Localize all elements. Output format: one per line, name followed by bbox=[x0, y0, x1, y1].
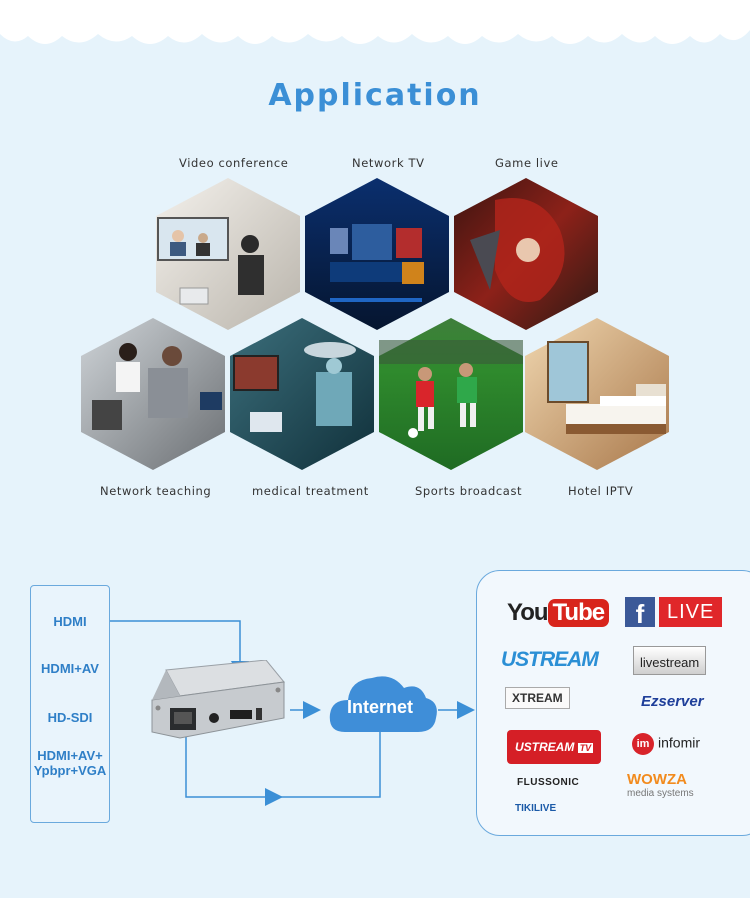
sports-broadcast-image bbox=[379, 318, 523, 470]
ezserver-logo: Ezserver bbox=[641, 693, 704, 710]
caption-game-live: Game live bbox=[495, 156, 559, 170]
page-title: Application bbox=[268, 78, 482, 113]
infomir-text: infomir bbox=[658, 734, 701, 751]
input-hdmi: HDMI bbox=[53, 614, 87, 629]
wowza-subtitle: media systems bbox=[627, 788, 694, 799]
ustream-tv-logo: USTREAM TV bbox=[507, 730, 602, 764]
input-hd-sdi: HD-SDI bbox=[47, 710, 93, 725]
facebook-icon: f bbox=[625, 597, 655, 629]
video-encoder-device bbox=[151, 660, 285, 739]
caption-network-tv: Network TV bbox=[352, 156, 425, 170]
caption-hotel-iptv: Hotel IPTV bbox=[568, 484, 634, 498]
flussonic-logo: FLUSSONIC bbox=[517, 777, 580, 788]
infomir-icon: im bbox=[632, 733, 654, 755]
livestream-logo: livestream bbox=[633, 646, 707, 675]
game-live-image bbox=[454, 178, 598, 330]
medical-treatment-image bbox=[230, 318, 374, 470]
youtube-you-text: You bbox=[507, 599, 549, 626]
ustream-tv-badge: TV bbox=[577, 743, 594, 753]
caption-sports-broadcast: Sports broadcast bbox=[415, 484, 523, 498]
caption-network-teaching: Network teaching bbox=[100, 484, 212, 498]
network-teaching-image bbox=[81, 318, 225, 470]
top-wave-decoration bbox=[0, 0, 750, 44]
video-conference-image bbox=[156, 178, 300, 330]
caption-video-conference: Video conference bbox=[179, 156, 289, 170]
xtream-logo: XTREAM bbox=[505, 687, 570, 709]
wowza-name: WOWZA bbox=[627, 771, 687, 788]
internet-label: Internet bbox=[346, 697, 413, 717]
ustream-logo: USTREAM bbox=[501, 648, 599, 671]
caption-medical-treatment: medical treatment bbox=[252, 484, 369, 498]
wowza-logo: WOWZA media systems bbox=[627, 771, 694, 801]
hotel-iptv-image bbox=[525, 318, 669, 470]
network-tv-image bbox=[305, 178, 449, 330]
input-sources-box: HDMI HDMI+AV HD-SDI HDMI+AV+ Ypbpr+VGA bbox=[30, 585, 110, 823]
input-hdmi-av-ypbpr-vga: HDMI+AV+ Ypbpr+VGA bbox=[33, 748, 107, 778]
ustream-tv-text: USTREAM bbox=[515, 740, 575, 754]
youtube-tube-text: Tube bbox=[547, 599, 610, 627]
tikilive-logo: TIKILIVE bbox=[515, 803, 557, 814]
input-hdmi-av: HDMI+AV bbox=[41, 661, 99, 676]
facebook-live-text: LIVE bbox=[659, 597, 723, 627]
